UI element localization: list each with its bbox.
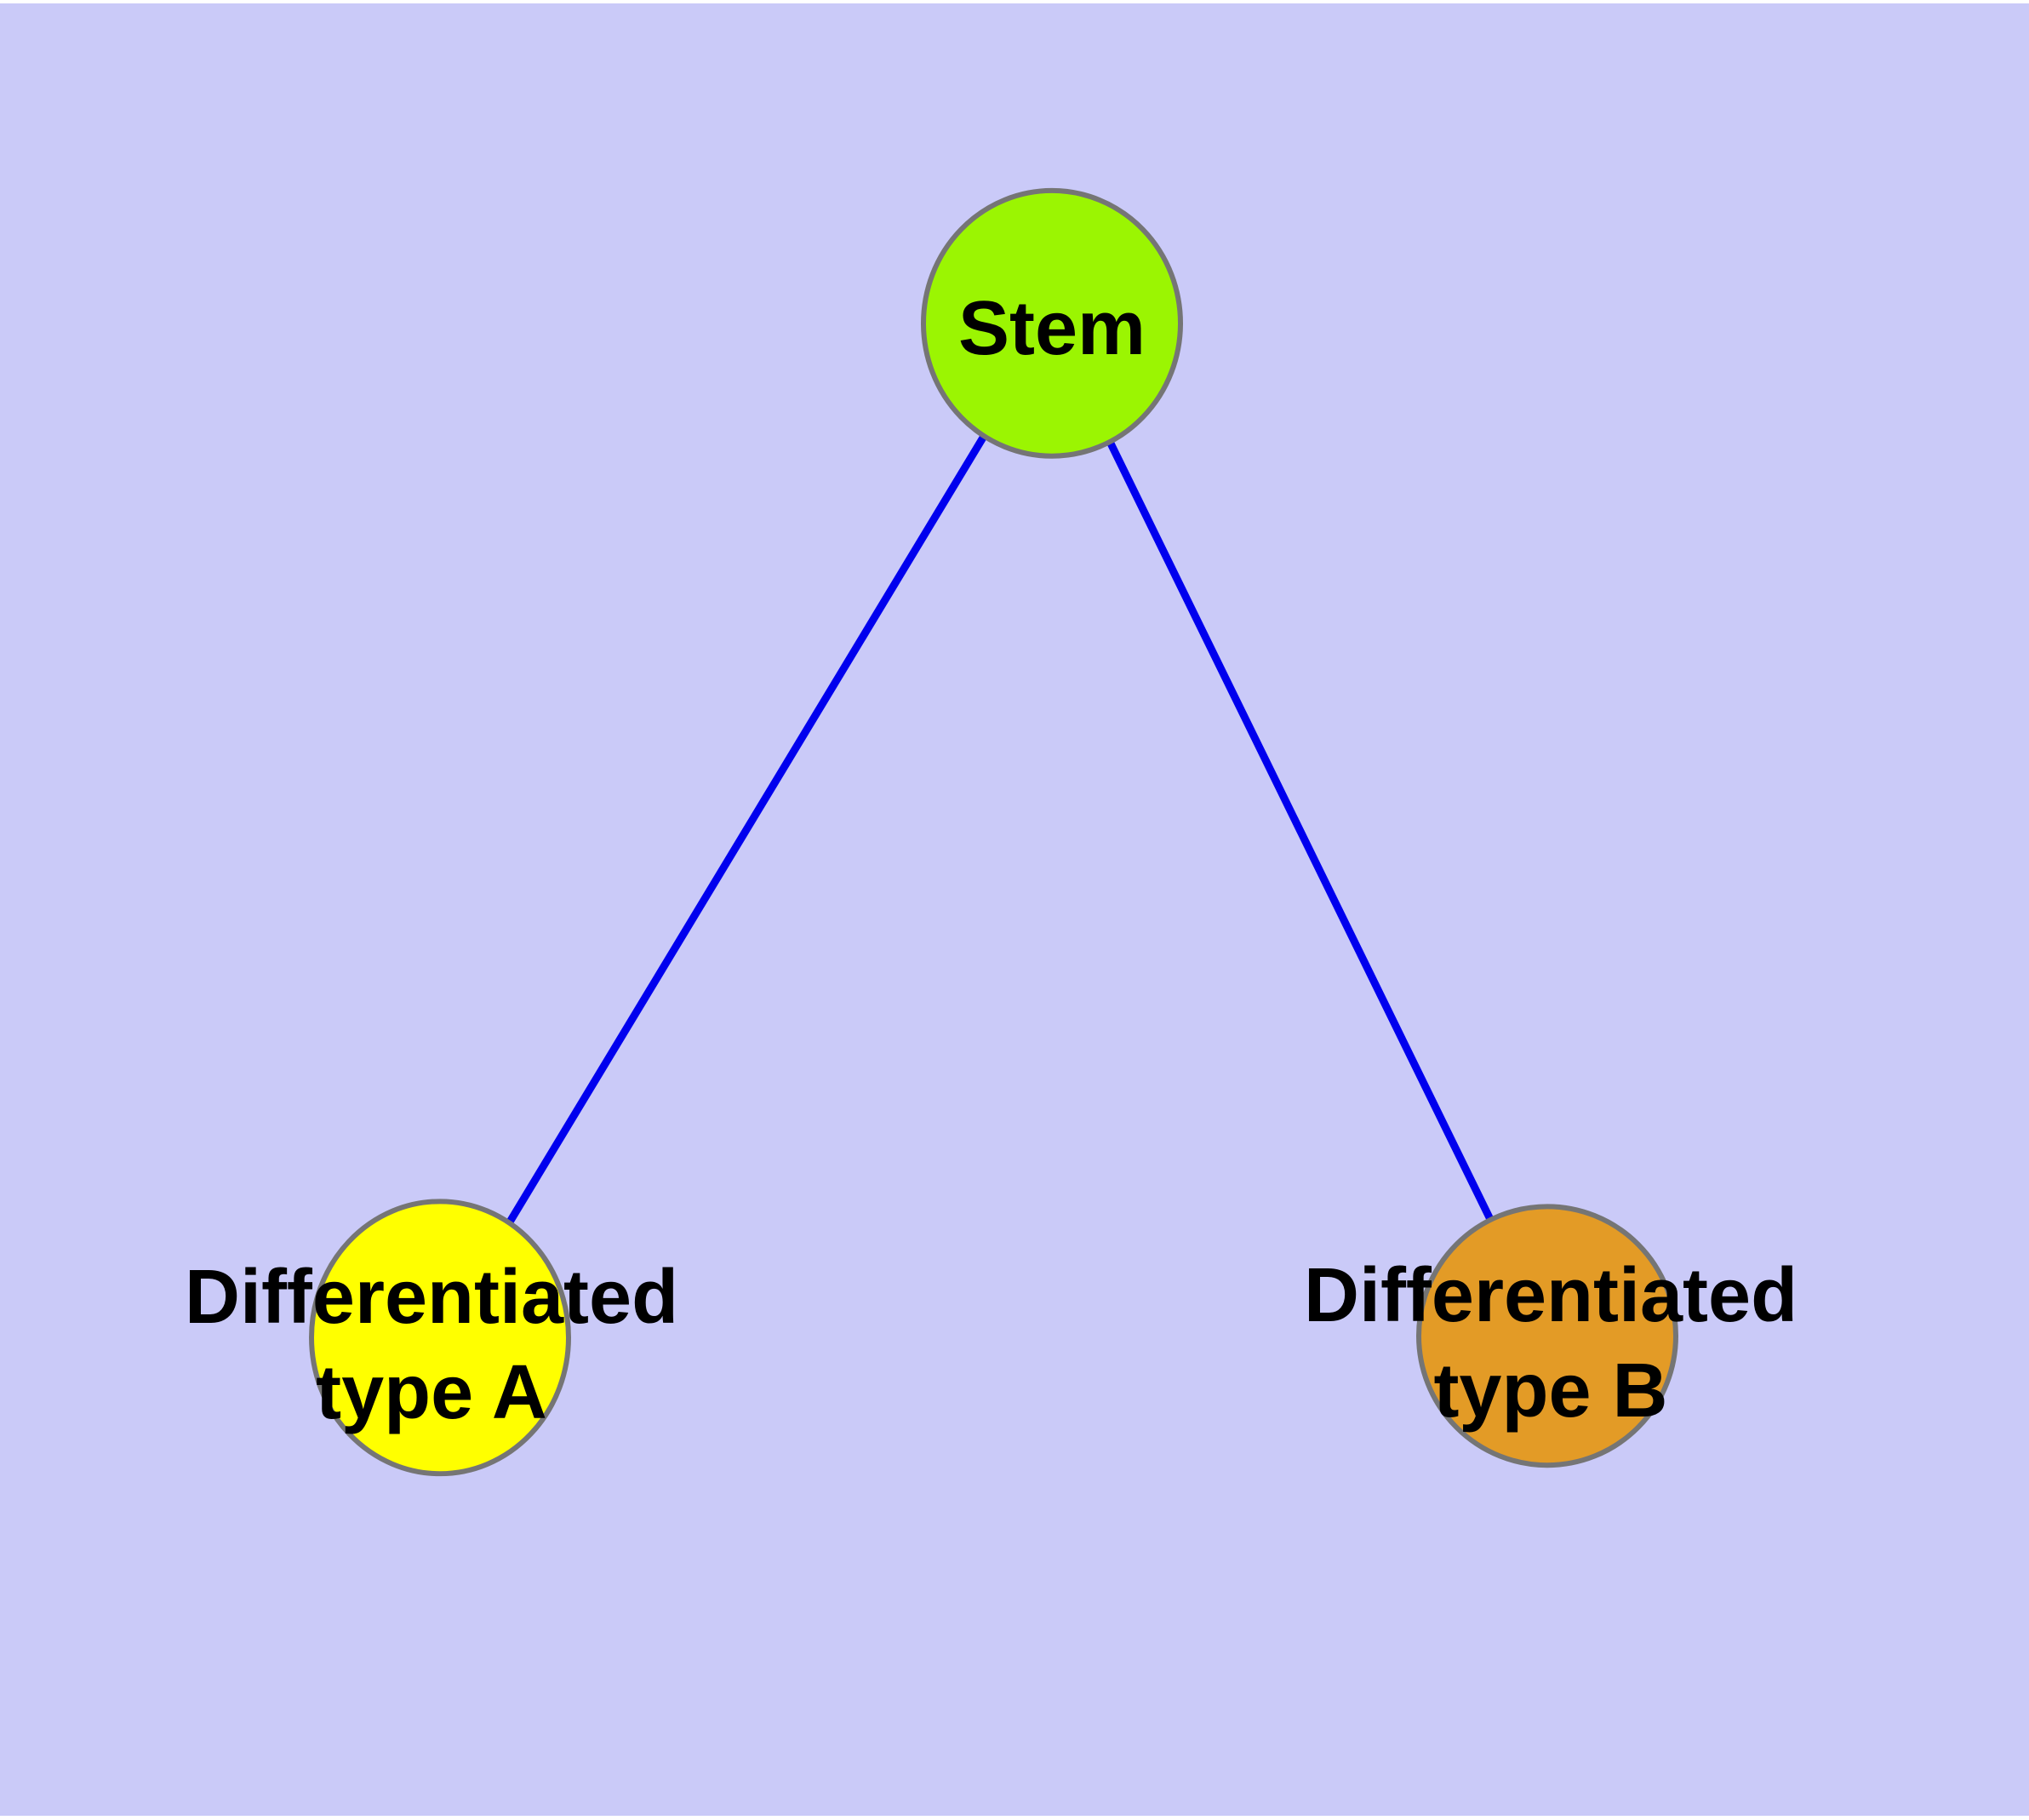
node-stem	[921, 187, 1183, 459]
node-differentiated-type-a	[309, 1199, 571, 1477]
graph-area: Stem Differentiated type A Differentiate…	[0, 3, 2029, 1816]
node-differentiated-type-b	[1416, 1204, 1678, 1468]
edge-stem-to-type-a	[437, 321, 1055, 1340]
edge-stem-to-type-b	[1048, 321, 1552, 1338]
graph-svg	[0, 3, 2029, 1816]
